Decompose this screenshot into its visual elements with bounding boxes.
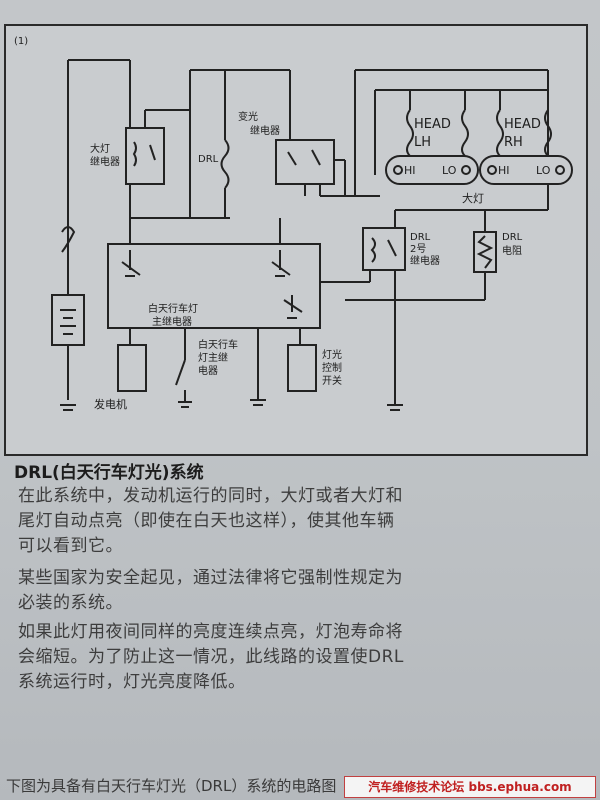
lo-rh-label: LO — [536, 164, 551, 177]
headlamp-label: 大灯 — [462, 191, 484, 205]
light-switch-label-1: 灯光 — [322, 348, 342, 361]
drl-relay-2-label-2: 2号 — [410, 243, 426, 255]
paragraph-3-line-3: 系统运行时，灯光亮度降低。 — [18, 672, 246, 692]
drl-main-relay-switch-label-3: 电器 — [198, 364, 218, 377]
lo-lh-label: LO — [442, 164, 457, 177]
head-lh-label-2: LH — [414, 135, 431, 150]
drl-relay-2-label-3: 继电器 — [410, 254, 440, 267]
figure-index: (1) — [14, 36, 28, 47]
paragraph-1-line-2: 尾灯自动点亮（即使在白天也这样），使其他车辆 — [18, 511, 395, 531]
drl-relay-2-label-1: DRL — [410, 232, 431, 243]
drl-resistor-label-2: 电阻 — [502, 244, 522, 257]
forum-watermark: 汽车维修技术论坛 bbs.ephua.com — [344, 776, 596, 798]
paragraph-3-line-2: 会缩短。为了防止这一情况，此线路的设置使DRL — [18, 647, 404, 667]
caption-title: DRL(白天行车灯光)系统 — [14, 463, 204, 483]
hi-rh-label: HI — [498, 164, 510, 177]
dimmer-relay-label-1: 变光 — [238, 110, 258, 123]
head-rh-label-1: HEAD — [504, 117, 541, 132]
generator-label: 发电机 — [94, 397, 127, 411]
drl-main-relay-label-2: 主继电器 — [152, 315, 192, 328]
head-lh-label-1: HEAD — [414, 117, 451, 132]
head-rh-label-2: RH — [504, 135, 523, 150]
paragraph-1-line-1: 在此系统中，发动机运行的同时，大灯或者大灯和 — [18, 486, 403, 506]
paragraph-2-line-2: 必装的系统。 — [18, 593, 123, 613]
drl-main-relay-switch-label-1: 白天行车 — [198, 338, 238, 351]
drl-resistor-label-1: DRL — [502, 232, 523, 243]
paragraph-1: 在此系统中，发动机运行的同时，大灯或者大灯和 尾灯自动点亮（即使在白天也这样），… — [18, 484, 498, 559]
headlight-relay-label-1: 大灯 — [90, 142, 110, 155]
drl-main-relay-switch-label-2: 灯主继 — [198, 351, 228, 364]
light-switch-label-2: 控制 — [322, 361, 342, 374]
paragraph-1-line-3: 可以看到它。 — [18, 536, 123, 556]
dimmer-relay-label-2: 继电器 — [250, 124, 280, 137]
headlight-relay-label-2: 继电器 — [90, 155, 120, 168]
drl-main-relay-label-1: 白天行车灯 — [148, 302, 198, 315]
paragraph-3: 如果此灯用夜间同样的亮度连续点亮，灯泡寿命将 会缩短。为了防止这一情况，此线路的… — [18, 620, 498, 695]
hi-lh-label: HI — [404, 164, 416, 177]
paragraph-2: 某些国家为安全起见，通过法律将它强制性规定为 必装的系统。 — [18, 566, 498, 616]
footer-text: 下图为具备有白天行车灯光（DRL）系统的电路图 — [6, 777, 337, 795]
paragraph-2-line-1: 某些国家为安全起见，通过法律将它强制性规定为 — [18, 568, 403, 588]
paragraph-3-line-1: 如果此灯用夜间同样的亮度连续点亮，灯泡寿命将 — [18, 622, 403, 642]
light-switch-label-3: 开关 — [322, 374, 342, 387]
drl-resistor-left-label: DRL — [198, 154, 219, 165]
